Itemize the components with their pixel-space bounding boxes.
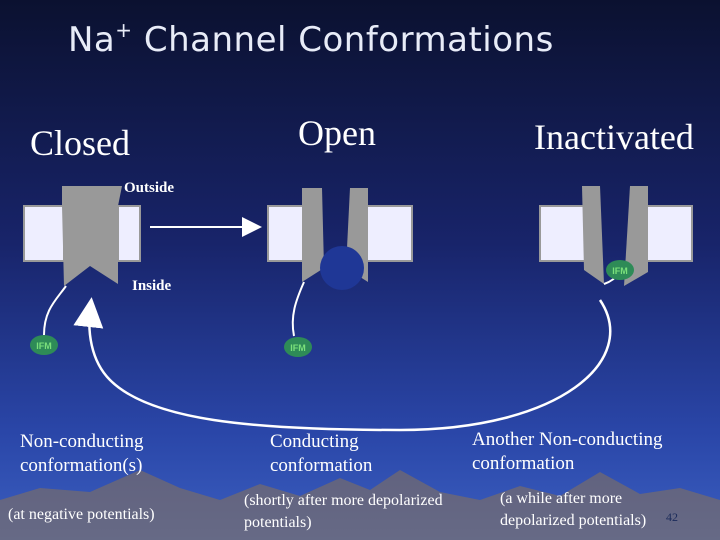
open-channel: IFM — [267, 188, 413, 357]
mountain-silhouette — [0, 470, 720, 540]
title-na: Na — [68, 20, 116, 60]
inactivated-description: Another Non-conducting conformation — [472, 429, 663, 474]
inactivated-channel: IFM — [539, 186, 693, 286]
open-note: (shortly after more depolarized potentia… — [244, 492, 443, 531]
open-ifm-label: IFM — [290, 343, 306, 353]
state-inactivated-label: Inactivated — [534, 117, 694, 157]
title-rest: Channel Conformations — [132, 20, 554, 60]
membrane-block-left — [23, 205, 65, 262]
closed-ifm-particle — [30, 335, 58, 355]
open-ifm-particle — [284, 337, 312, 357]
inact-ifm-particle — [606, 260, 634, 280]
open-membrane-right — [363, 205, 413, 262]
inactivated-to-closed-arrow — [73, 297, 612, 432]
inact-pore-right-wall — [624, 186, 648, 286]
closed-channel: IFM — [23, 186, 141, 355]
open-pore-left-wall — [302, 188, 324, 282]
outside-label: Outside — [124, 180, 175, 196]
open-description: Conducting conformation — [270, 431, 373, 476]
inact-pore-left-wall — [582, 186, 604, 284]
open-tether — [291, 281, 305, 337]
inact-membrane-left — [539, 205, 587, 262]
open-activation-gate — [320, 246, 364, 290]
closed-ifm-label: IFM — [36, 341, 52, 351]
state-open-label: Open — [298, 113, 376, 153]
inact-ifm-label: IFM — [612, 266, 628, 276]
title-superscript: + — [115, 18, 133, 42]
state-closed-label: Closed — [30, 123, 131, 163]
closed-note: (at negative potentials) — [8, 506, 155, 523]
open-membrane-left — [267, 205, 307, 262]
slide-title: Na+ Channel Conformations — [68, 18, 554, 60]
inactivated-note: (a while after more depolarized potentia… — [500, 490, 647, 529]
closed-channel-pore — [62, 186, 122, 286]
page-number: 42 — [666, 510, 678, 524]
closed-description: Non-conducting conformation(s) — [20, 431, 144, 476]
inact-membrane-right — [643, 205, 693, 262]
membrane-block-right — [117, 205, 141, 262]
closed-tether — [43, 285, 67, 336]
inside-label: Inside — [132, 278, 172, 294]
